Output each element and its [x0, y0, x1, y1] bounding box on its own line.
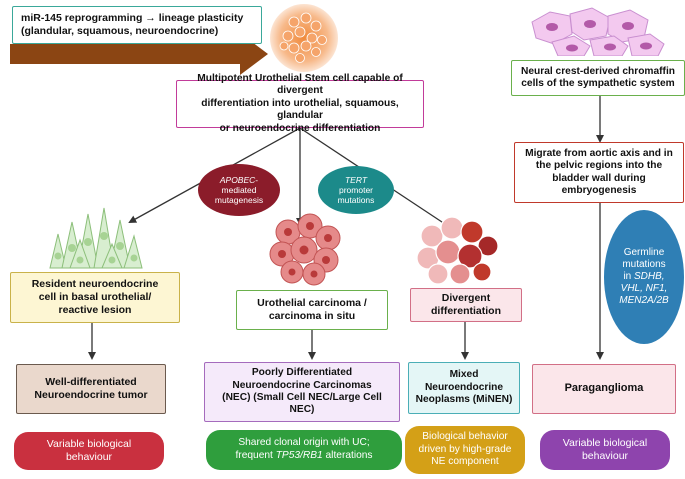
apobec-dash: -: [255, 174, 259, 185]
apobec-line1: APOBEC-: [220, 175, 258, 185]
apobec-italic: APOBEC: [219, 174, 256, 185]
germline-line1: Germline: [623, 247, 665, 258]
stem-cell-box: Multipotent Urothelial Stem cell capable…: [176, 73, 424, 134]
shared-frequent: frequent: [235, 450, 276, 461]
resident-line2: cell in basal urothelial/: [38, 291, 152, 304]
tert-line2: promoter: [338, 184, 373, 195]
stem-cell-cluster-icon: [270, 4, 338, 72]
migrate-line1: Migrate from aortic axis and in: [525, 147, 673, 159]
biological-line2: driven by high-grade: [418, 443, 512, 455]
stem-cell-line3: or neuroendocrine differentiation: [219, 122, 381, 134]
variable1-line2: behaviour: [65, 451, 113, 463]
variable1-line1: Variable biological: [46, 437, 132, 450]
variable-behaviour-pill-1: Variable biological behaviour: [14, 432, 164, 470]
germline-line5: MEN2A/2B: [619, 295, 669, 306]
germline-oval: Germline mutations in SDHB, VHL, NF1, ME…: [604, 210, 684, 344]
carcinoma-cells-icon: [269, 213, 341, 286]
poorly-line1: Poorly Differentiated: [251, 367, 353, 379]
variable2-line1: Variable biological: [562, 436, 648, 449]
divergent-line1: Divergent: [441, 292, 491, 305]
germline-sdhb: SDHB,: [634, 271, 665, 282]
urothelial-line1: Urothelial carcinoma /: [257, 297, 367, 310]
minen-line3: Neoplasms (MiNEN): [415, 394, 513, 406]
shared-line2: frequent TP53/RB1 alterations: [235, 450, 372, 463]
tert-line3: mutations: [337, 195, 375, 206]
welldiff-line1: Well-differentiated: [45, 376, 137, 389]
paraganglioma-box: Paraganglioma: [532, 364, 676, 414]
germline-line4: VHL, NF1,: [620, 283, 668, 294]
migrate-box: Migrate from aortic axis and in the pelv…: [514, 142, 684, 203]
apobec-line3: mutagenesis: [214, 195, 264, 206]
variable2-line2: behaviour: [581, 450, 629, 462]
biological-line1: Biological behavior: [422, 430, 508, 442]
germline-line3: in SDHB,: [623, 271, 664, 283]
mir145-note: miR-145 reprogramming → lineage plastici…: [12, 6, 262, 44]
minen-line1: Mixed: [449, 369, 479, 381]
urothelial-carcinoma-box: Urothelial carcinoma / carcinoma in situ: [236, 290, 388, 330]
biological-line3: NE component: [431, 456, 499, 468]
mir145-note-line2: (glandular, squamous, neuroendocrine): [21, 25, 219, 37]
urothelial-line2: carcinoma in situ: [268, 310, 356, 322]
germline-in: in: [623, 271, 634, 282]
chromaffin-line2: cells of the sympathetic system: [521, 78, 675, 89]
variable-behaviour-pill-2: Variable biological behaviour: [540, 430, 670, 470]
apobec-oval: APOBEC- mediated mutagenesis: [198, 164, 280, 216]
biological-behavior-pill: Biological behavior driven by high-grade…: [405, 426, 525, 474]
resident-line1: Resident neuroendocrine: [31, 278, 159, 291]
divergent-line2: differentiation: [431, 305, 501, 317]
chromaffin-box: Neural crest-derived chromaffin cells of…: [511, 60, 685, 96]
resident-neuroendocrine-box: Resident neuroendocrine cell in basal ur…: [10, 272, 180, 323]
mir145-note-line1: miR-145 reprogramming → lineage plastici…: [21, 12, 244, 25]
shared-alterations: alterations: [322, 450, 373, 461]
well-differentiated-box: Well-differentiated Neuroendocrine tumor: [16, 364, 166, 414]
poorly-line4: NEC): [289, 404, 315, 416]
poorly-line2: Neuroendocrine Carcinomas: [232, 379, 372, 391]
shared-tp53: TP53/RB1: [275, 450, 323, 461]
tert-italic: TERT: [344, 174, 368, 185]
neuroendocrine-cells-icon: [49, 207, 143, 269]
migrate-line2: the pelvic regions into the: [535, 160, 663, 172]
stem-cell-line1: Multipotent Urothelial Stem cell capable…: [197, 72, 403, 97]
tert-oval: TERT promoter mutations: [318, 166, 394, 214]
poorly-line3: (NEC) (Small Cell NEC/Large Cell: [222, 392, 382, 403]
mixed-tumor-cells-icon: [416, 216, 499, 285]
shared-line1: Shared clonal origin with UC;: [238, 437, 370, 449]
shared-clonal-pill: Shared clonal origin with UC; frequent T…: [206, 430, 402, 470]
minen-box: Mixed Neuroendocrine Neoplasms (MiNEN): [408, 362, 520, 414]
migrate-line4: embryogenesis: [561, 184, 637, 196]
apobec-line2: mediated: [221, 184, 257, 195]
poorly-differentiated-box: Poorly Differentiated Neuroendocrine Car…: [204, 362, 400, 422]
paraganglioma-label: Paraganglioma: [564, 382, 644, 395]
chromaffin-cells-icon: [531, 7, 665, 56]
germline-line2: mutations: [622, 259, 666, 270]
chromaffin-line1: Neural crest-derived chromaffin: [521, 65, 675, 77]
migrate-line3: bladder wall during: [552, 172, 646, 184]
welldiff-line2: Neuroendocrine tumor: [34, 389, 148, 401]
minen-line2: Neuroendocrine: [424, 381, 504, 393]
stem-cell-line2: differentiation into urothelial, squamou…: [201, 97, 399, 122]
lineage-arrow: [10, 33, 268, 75]
divergent-differentiation-box: Divergent differentiation: [410, 288, 522, 322]
resident-line3: reactive lesion: [58, 303, 132, 316]
